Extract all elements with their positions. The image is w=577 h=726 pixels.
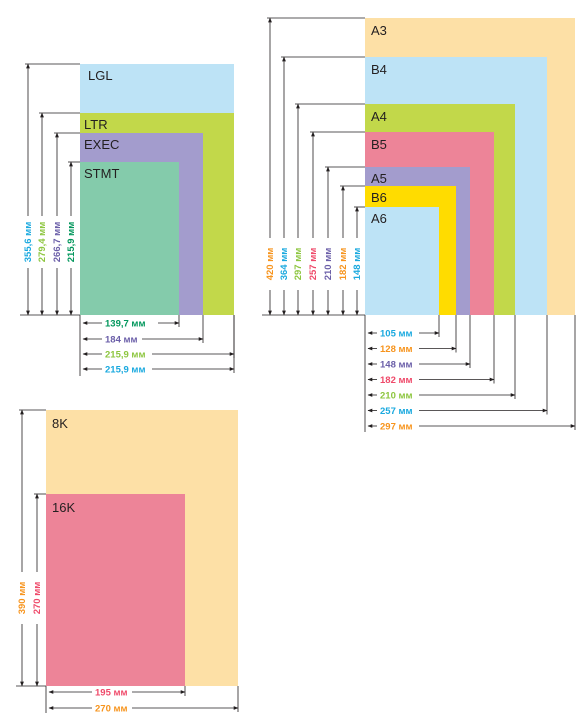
- paper-label-a6: A6: [371, 211, 387, 226]
- paper-label-b4: B4: [371, 62, 387, 77]
- width-label: 215,9 мм: [105, 365, 145, 376]
- paper-label-ltr: LTR: [84, 117, 108, 132]
- height-label: 390 мм: [17, 582, 28, 615]
- paper-label-a3: A3: [371, 23, 387, 38]
- paper-label-b6: B6: [371, 190, 387, 205]
- paper-label-a4: A4: [371, 109, 387, 124]
- paper-label-lgl: LGL: [88, 68, 113, 83]
- height-label: 420 мм: [265, 248, 276, 281]
- paper-sheets-layer: [46, 18, 575, 686]
- height-label: 355,6 мм: [23, 222, 34, 262]
- paper-label-16k: 16K: [52, 500, 75, 515]
- height-label: 270 мм: [32, 582, 43, 615]
- paper-label-a5: A5: [371, 171, 387, 186]
- width-label: 105 мм: [380, 329, 413, 340]
- width-label: 210 мм: [380, 391, 413, 402]
- paper-label-exec: EXEC: [84, 137, 119, 152]
- height-label: 182 мм: [338, 248, 349, 281]
- paper-label-8k: 8K: [52, 416, 68, 431]
- width-label: 139,7 мм: [105, 319, 145, 330]
- height-label: 364 мм: [279, 248, 290, 281]
- paper-sheet-stmt: [80, 162, 179, 315]
- height-label: 297 мм: [293, 248, 304, 281]
- width-label: 215,9 мм: [105, 350, 145, 361]
- width-label: 182 мм: [380, 375, 413, 386]
- paper-sheet-a6: [365, 207, 439, 315]
- height-label: 148 мм: [352, 248, 363, 281]
- height-label: 257 мм: [308, 248, 319, 281]
- width-label: 270 мм: [95, 704, 128, 715]
- width-label: 257 мм: [380, 406, 413, 417]
- width-label: 184 мм: [105, 335, 138, 346]
- height-label: 266,7 мм: [52, 222, 63, 262]
- width-label: 148 мм: [380, 360, 413, 371]
- height-label: 210 мм: [323, 248, 334, 281]
- height-label: 215,9 мм: [66, 222, 77, 262]
- dimension-lines-layer: [16, 17, 576, 713]
- width-label: 297 мм: [380, 422, 413, 433]
- paper-sheet-16k: [46, 494, 185, 686]
- width-label: 128 мм: [380, 344, 413, 355]
- width-label: 195 мм: [95, 688, 128, 699]
- height-label: 279,4 мм: [37, 222, 48, 262]
- paper-label-b5: B5: [371, 137, 387, 152]
- paper-label-stmt: STMT: [84, 166, 119, 181]
